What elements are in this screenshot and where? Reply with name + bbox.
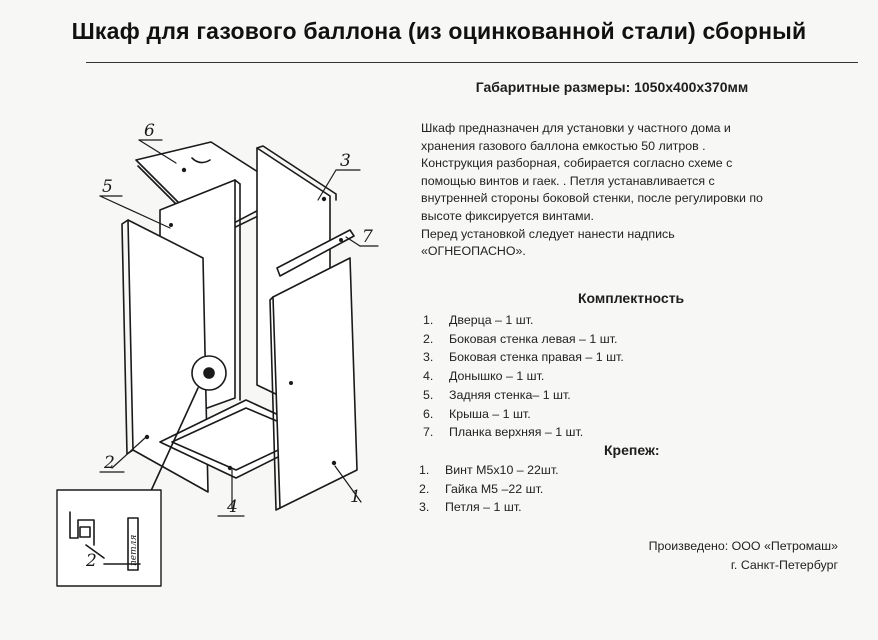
producer-city: г. Санкт-Петербург: [730, 558, 838, 572]
description-line: внутренней стороны боковой стенки, после…: [421, 191, 763, 206]
hinge-inset: [56, 489, 162, 587]
fasteners-list: 1.Винт М5х10 – 22шт. 2.Гайка М5 –22 шт. …: [419, 461, 559, 517]
fasteners-heading: Крепеж:: [604, 442, 660, 458]
description-line: Шкаф предназначен для установки у частно…: [421, 121, 731, 135]
kit-list: 1.Дверца – 1 шт. 2.Боковая стенка левая …: [423, 311, 624, 442]
list-item: 2.Гайка М5 –22 шт.: [419, 481, 544, 496]
list-item: 1.Винт М5х10 – 22шт.: [419, 463, 559, 477]
list-item: 7.Планка верхняя – 1 шт.: [423, 425, 584, 440]
door-panel: [269, 257, 358, 511]
list-item: 6.Крыша – 1 шт.: [423, 406, 531, 421]
description-line: высоте фиксируется винтами.: [421, 208, 594, 223]
callout-2: 2: [103, 453, 115, 473]
dimensions-heading: Габаритные размеры: 1050х400х370мм: [475, 79, 749, 95]
producer-info: Произведено: ООО «Петромаш» г. Санкт-Пет…: [649, 537, 838, 575]
list-item: 3.Боковая стенка правая – 1 шт.: [423, 350, 624, 365]
description-line: Перед установкой следует нанести надпись: [421, 226, 675, 241]
list-item: 5.Задняя стенка– 1 шт.: [423, 387, 571, 402]
description-line: «ОГНЕОПАСНО».: [421, 244, 526, 259]
callout-5: 5: [102, 177, 113, 197]
title-underline: [86, 62, 858, 63]
kit-heading: Комплектность: [578, 290, 685, 306]
description: Шкаф предназначен для установки у частно…: [421, 120, 851, 261]
list-item: 2.Боковая стенка левая – 1 шт.: [423, 331, 618, 346]
callout-1: 1: [350, 487, 361, 507]
description-line: хранения газового баллона емкостью 50 ли…: [421, 138, 706, 153]
callout-7: 7: [362, 227, 373, 247]
list-item: 3.Петля – 1 шт.: [419, 500, 522, 515]
callout-6: 6: [144, 121, 155, 141]
description-line: помощью винтов и гаек. . Петля устанавли…: [421, 173, 715, 188]
inset-label: петля: [129, 535, 139, 566]
page-title: Шкаф для газового баллона (из оцинкованн…: [71, 18, 807, 44]
list-item: 1.Дверца – 1 шт.: [423, 313, 534, 327]
callout-3: 3: [340, 151, 351, 171]
callout-4: 4: [226, 497, 238, 517]
producer-name: Произведено: ООО «Петромаш»: [648, 539, 838, 553]
description-line: Конструкция разборная, собирается соглас…: [421, 156, 733, 171]
top-strip: [276, 229, 355, 277]
list-item: 4.Донышко – 1 шт.: [423, 369, 545, 384]
inset-callout-2: 2: [85, 551, 97, 571]
